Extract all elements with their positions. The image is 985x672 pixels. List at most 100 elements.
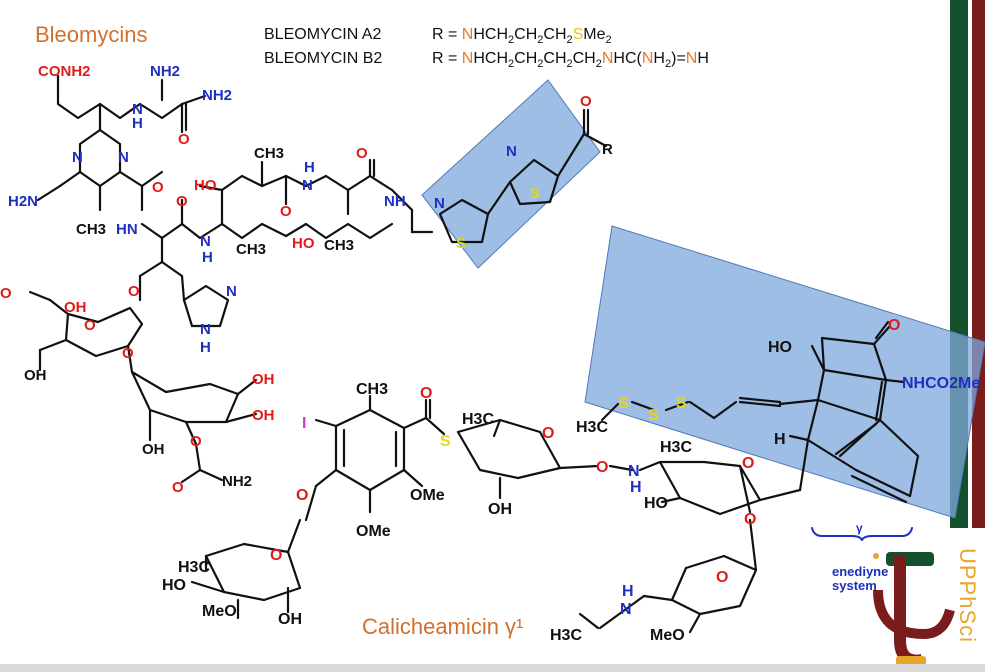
- pyrimidine-ch3-label: CH3: [76, 221, 106, 238]
- thr-h-label: H: [304, 159, 315, 176]
- sugar-b-ho-label: HO: [644, 495, 668, 512]
- thr-ch3-1-label: CH3: [236, 241, 266, 258]
- carbamate-nh2-label: NH2: [222, 473, 252, 490]
- carbamate-o-label: O: [190, 433, 202, 450]
- sugar-a-h3c-label: H3C: [462, 411, 494, 428]
- logo-text: UPPhSci: [955, 548, 980, 644]
- carbamate-o2-label: O: [172, 479, 184, 496]
- iodine-label: I: [302, 415, 306, 432]
- valine-ho-label: HO: [194, 177, 217, 194]
- calicheamicin-title: Calicheamicin γ¹: [362, 614, 524, 639]
- amine-h-label: H: [132, 115, 143, 132]
- bottom-bar: [0, 664, 985, 672]
- sugar2-oh-c-label: OH: [142, 441, 165, 458]
- conh2-label: CONH2: [38, 63, 91, 80]
- enediyne-highlight: [584, 225, 985, 519]
- r-label: R: [602, 141, 613, 158]
- imidazole-n1-label: N: [226, 283, 237, 300]
- link-o-label: O: [356, 145, 368, 162]
- thiazole2-s-label: S: [530, 185, 540, 202]
- link-n-label: N: [628, 463, 640, 480]
- sugar-a-o-label: O: [542, 425, 554, 442]
- sugar-c-meo-label: MeO: [202, 603, 237, 620]
- ome-1-label: OMe: [410, 487, 445, 504]
- sulfur-3-label: S: [676, 395, 687, 412]
- core-ho-label: HO: [768, 339, 792, 356]
- white-gap: [968, 0, 972, 528]
- thiazole1-n-label: N: [434, 195, 445, 212]
- ring-ho-label: O: [0, 285, 12, 302]
- aryl-o-label: O: [296, 487, 308, 504]
- sugar1-o-link-label: O: [122, 345, 134, 362]
- h2n-label: H2N: [8, 193, 38, 210]
- sugar-a-oh-label: OH: [488, 501, 512, 518]
- enediyne-label: enediyne: [832, 564, 888, 579]
- imidazole-h-label: H: [200, 339, 211, 356]
- calicheamicin-bonds: [190, 320, 920, 634]
- ethyl-h-label: H: [622, 583, 634, 600]
- sugar1-oh-label: OH: [64, 299, 87, 316]
- thr-ch3-2-label: CH3: [324, 237, 354, 254]
- nhco2me-label: NHCO2Me: [902, 375, 980, 392]
- sugar-b-o2-label: O: [744, 511, 756, 528]
- sugar1-ring-o-label: O: [84, 317, 96, 334]
- link-nh-label: NH: [384, 193, 406, 210]
- formula-prefix: R =: [432, 26, 462, 43]
- link-o-glyco-label: O: [596, 459, 608, 476]
- valine-ch3-label: CH3: [254, 145, 284, 162]
- bleomycin-a2-formula: R = NHCH2CH2CH2SMe2: [432, 26, 612, 47]
- amine-n-label: N: [132, 101, 143, 118]
- nh2-top-label: NH2: [150, 63, 180, 80]
- sugar-c-oh-label: OH: [278, 611, 302, 628]
- bleomycin-bonds: [28, 74, 608, 484]
- thr-n-label: N: [302, 177, 313, 194]
- sugar-b-o-label: O: [742, 455, 754, 472]
- bleomycin-a2-name: BLEOMYCIN A2: [264, 26, 382, 43]
- amide-o-label: O: [178, 131, 190, 148]
- sugar-b-h3c-label: H3C: [660, 439, 692, 456]
- core-o-label: O: [888, 317, 900, 334]
- ome-2-label: OMe: [356, 523, 391, 540]
- bleomycin-b2-formula: R = NHCH2CH2CH2CH2NHC(NH2)=NH: [432, 50, 709, 71]
- thioester-s-label: S: [440, 433, 451, 450]
- his-o-label: O: [128, 283, 140, 300]
- nh1-h-label: H: [202, 249, 213, 266]
- sugar2-oh-a-label: OH: [252, 371, 275, 388]
- nh1-n-label: N: [200, 233, 211, 250]
- core-h-label: H: [774, 431, 786, 448]
- sugar-d-meo-label: MeO: [650, 627, 685, 644]
- pyrimidine-n2-label: N: [118, 149, 129, 166]
- bleomycins-title: Bleomycins: [35, 22, 148, 47]
- thioester-o-label: O: [420, 385, 432, 402]
- ketone-o-label: O: [580, 93, 592, 110]
- nh2-amide-label: NH2: [202, 87, 232, 104]
- gamma-label: γ: [856, 521, 863, 535]
- bleomycin-b2-name: BLEOMYCIN B2: [264, 50, 383, 67]
- valine-o-label: O: [176, 193, 188, 210]
- formula-prefix: R =: [432, 50, 462, 67]
- ethyl-n-label: N: [620, 601, 632, 618]
- bleomycin-labels: CONH2 NH2 NH2 N H O N N H2N CH3 HN O O H…: [0, 63, 613, 496]
- aryl-ch3-label: CH3: [356, 381, 388, 398]
- sulfur-2-label: S: [648, 407, 659, 424]
- methyl-s-h3c-label: H3C: [576, 419, 608, 436]
- bithiazole-highlight: [421, 79, 601, 269]
- sugar-c-ho-label: HO: [162, 577, 186, 594]
- sugar2-oh-b-label: OH: [252, 407, 275, 424]
- thr-ho-label: HO: [292, 235, 315, 252]
- thiazole1-s-label: S: [456, 235, 466, 252]
- ethyl-h3c-label: H3C: [550, 627, 582, 644]
- upphsci-logo: [873, 552, 955, 667]
- link-h-label: H: [630, 479, 642, 496]
- thiazole2-n-label: N: [506, 143, 517, 160]
- sugar-c-o-label: O: [270, 547, 282, 564]
- system-label: system: [832, 578, 877, 593]
- sulfur-1-label: S: [618, 395, 629, 412]
- sugar-d-o-label: O: [716, 569, 728, 586]
- thr-o-label: O: [280, 203, 292, 220]
- pyrimidine-n1-label: N: [72, 149, 83, 166]
- imidazole-n2-label: N: [200, 321, 211, 338]
- sugar-c-h3c-label: H3C: [178, 559, 210, 576]
- calicheamicin-labels: CH3 O I S O OMe OMe H3C O OH O N H H3C S…: [162, 317, 980, 644]
